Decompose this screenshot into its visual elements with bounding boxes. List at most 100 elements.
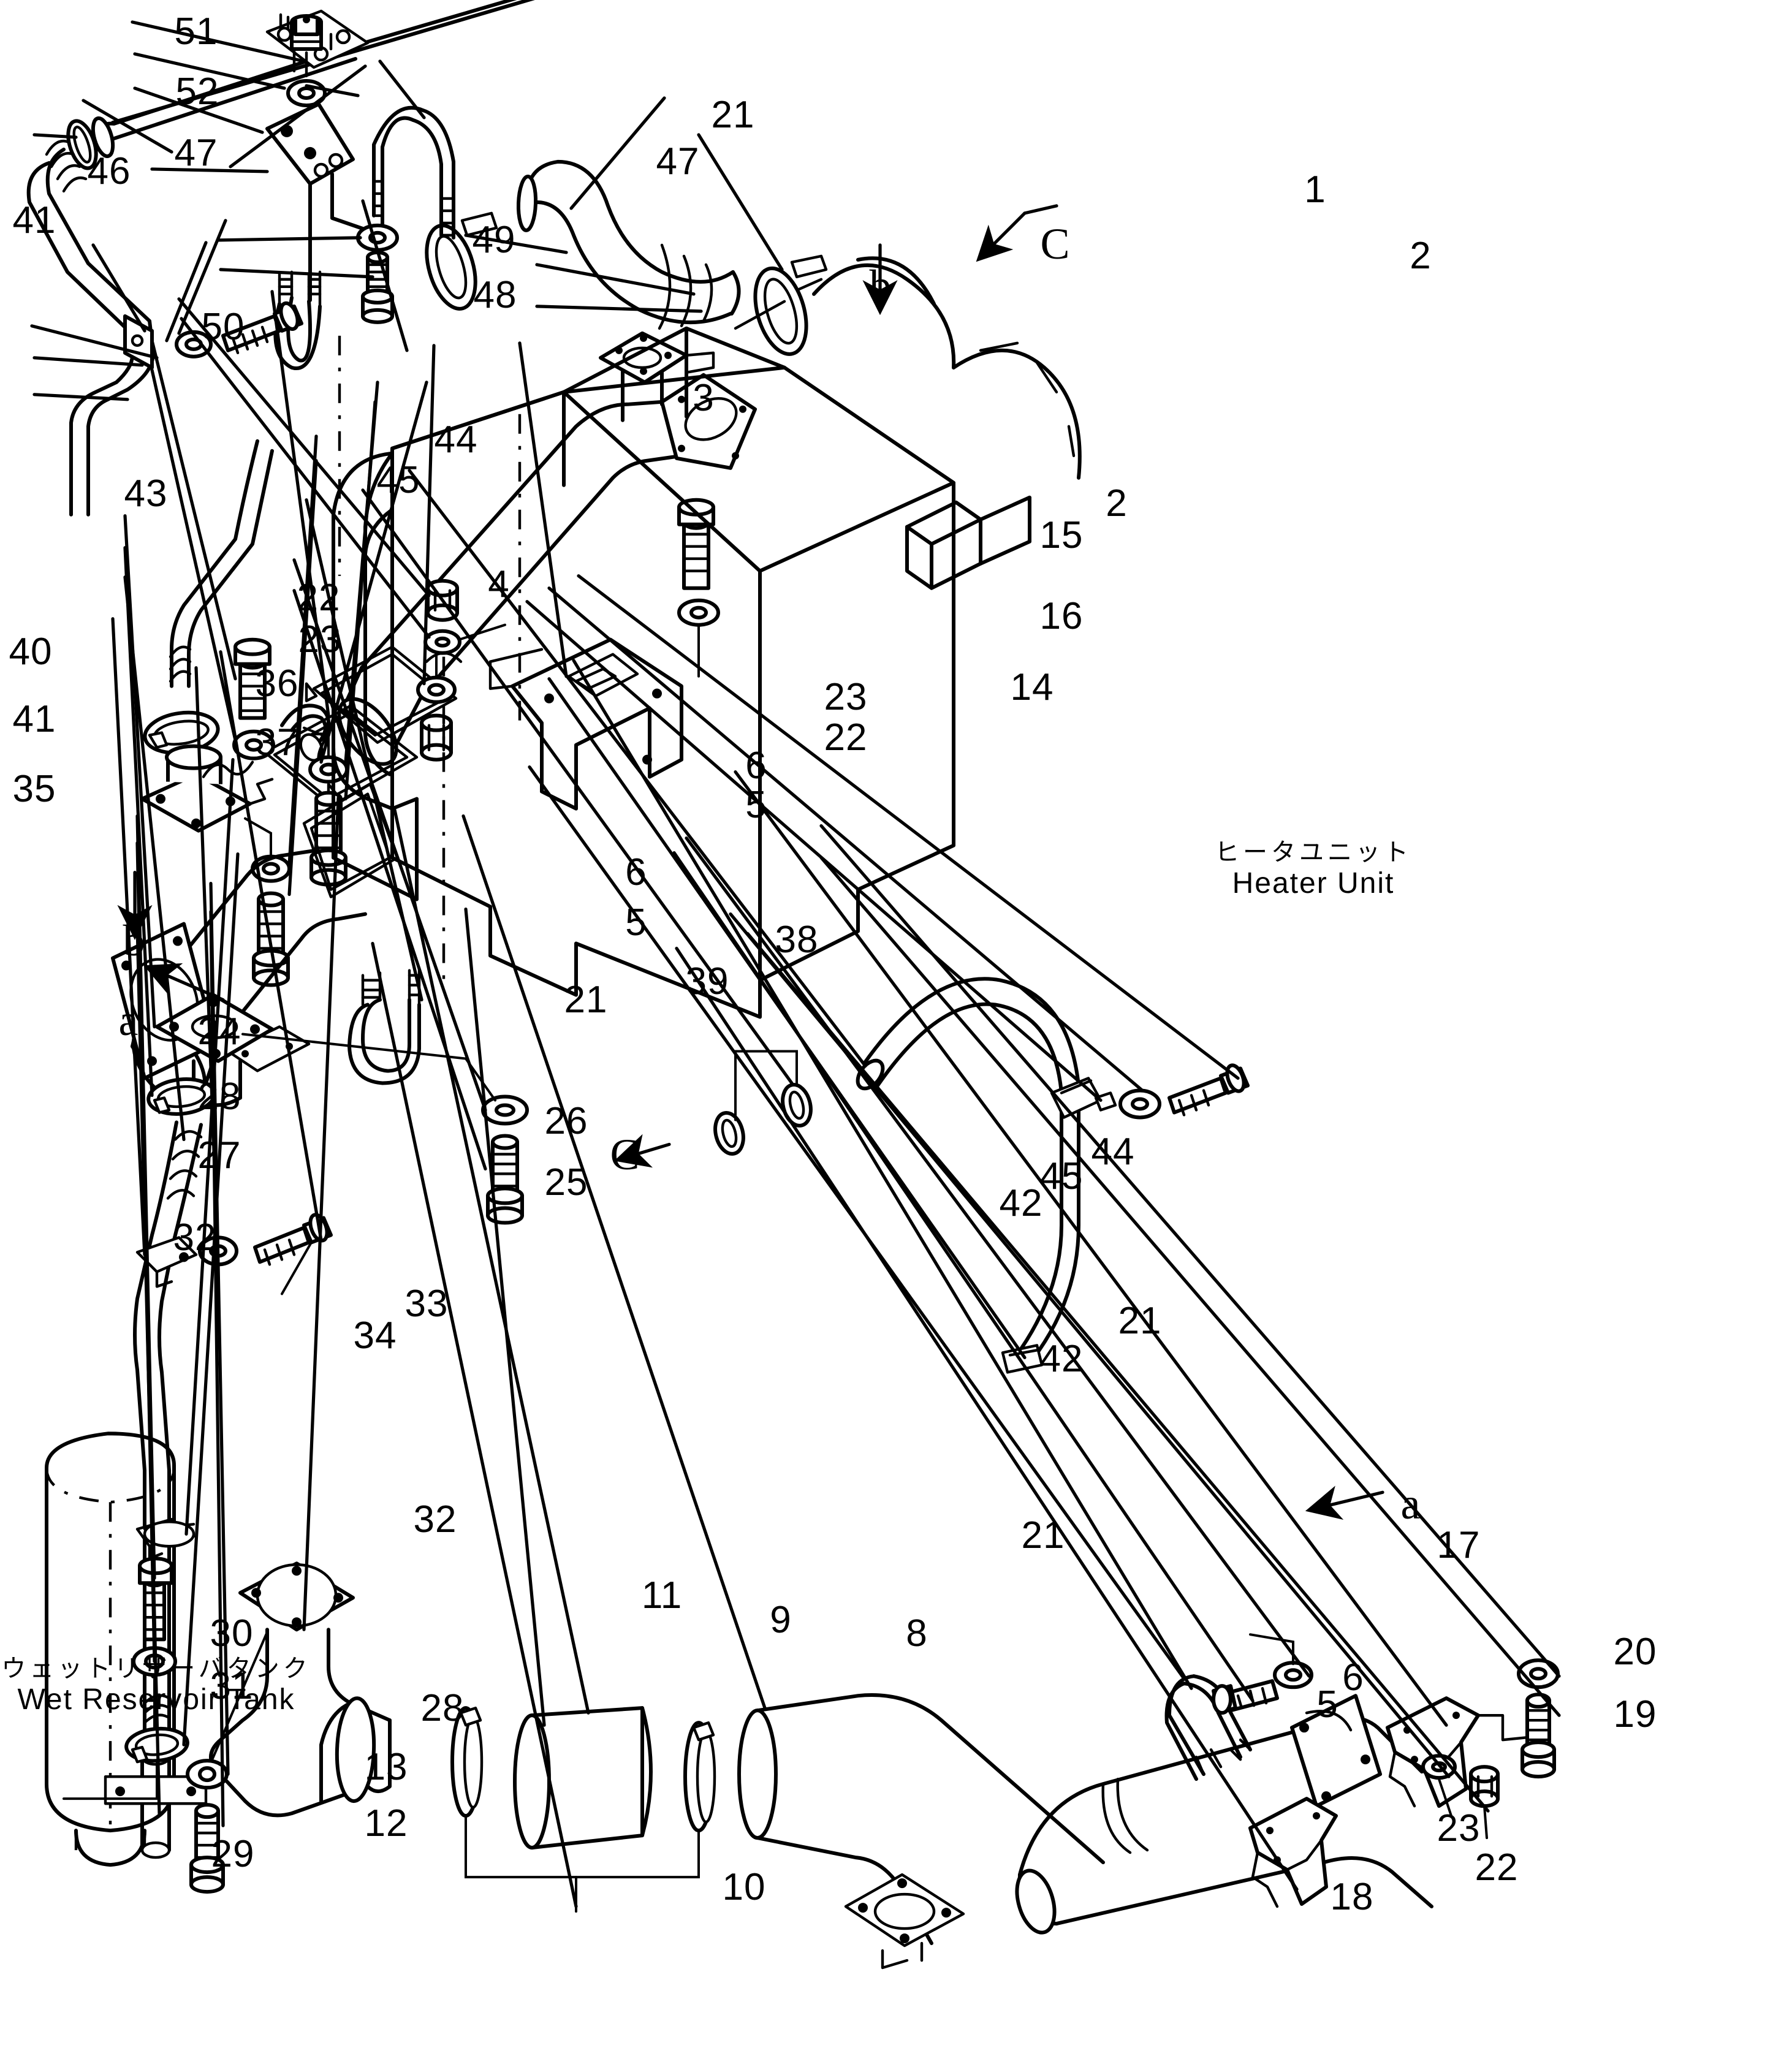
heater-unit-box xyxy=(332,256,1082,1019)
part-number-12-62: 12 xyxy=(364,1802,408,1845)
part-number-5-32: 5 xyxy=(745,784,767,826)
part-48-bolt xyxy=(361,250,394,324)
part-number-51-0: 51 xyxy=(174,10,218,53)
part-21-u-bolt-mid xyxy=(347,966,421,1085)
part-number-16-18: 16 xyxy=(1039,595,1084,637)
part-25-bolt xyxy=(486,1134,524,1225)
part-number-3-13: 3 xyxy=(693,377,715,419)
part-number-32-53: 32 xyxy=(413,1498,457,1541)
part-42-clamp-lower xyxy=(1001,1344,1044,1374)
part-10-ring-right xyxy=(575,1721,716,1913)
part-number-6-64: 6 xyxy=(1342,1656,1364,1699)
part-26-washer xyxy=(241,1033,529,1126)
caption-jp-wet-reservoir-tank: ウェットリザーバタンク xyxy=(1,1655,311,1683)
part-2-clamp-left xyxy=(425,211,498,311)
part-number-5-34: 5 xyxy=(625,901,647,944)
part-number-30-54: 30 xyxy=(210,1612,254,1655)
part-number-6-31: 6 xyxy=(745,745,767,787)
part-number-43-16: 43 xyxy=(124,472,168,515)
part-number-2-12: 2 xyxy=(1106,482,1128,525)
part-number-36-26: 36 xyxy=(255,662,299,705)
part-number-42-45: 42 xyxy=(999,1182,1043,1224)
part-number-19-67: 19 xyxy=(1613,1693,1657,1735)
part-10-ring-left xyxy=(450,1706,577,1879)
part-number-39-42: 39 xyxy=(685,960,729,1003)
part-number-21-50: 21 xyxy=(1118,1300,1162,1342)
part-19-bolt xyxy=(1521,1693,1556,1779)
part-number-44-43: 44 xyxy=(1091,1131,1135,1173)
part-number-24-35: 24 xyxy=(197,1011,241,1053)
part-32-bracket-upper xyxy=(135,1236,198,1288)
part-number-35-30: 35 xyxy=(12,768,56,810)
pipe-43 xyxy=(26,139,155,517)
leader-lines xyxy=(30,20,1561,1908)
part-number-23-68: 23 xyxy=(1437,1807,1481,1849)
part-16-washer xyxy=(677,598,720,678)
part-number-15-17: 15 xyxy=(1039,514,1084,556)
part-5-bolt-br xyxy=(1212,1679,1279,1715)
part-number-47-8: 47 xyxy=(656,140,700,183)
part-number-8-60: 8 xyxy=(906,1612,928,1655)
part-number-47-2: 47 xyxy=(174,132,218,174)
part-36-bolt xyxy=(233,637,271,720)
part-2-clamp-right xyxy=(753,254,828,356)
part-number-13-61: 13 xyxy=(364,1746,408,1788)
part-44-bolt-lower xyxy=(1167,1063,1250,1117)
part-number-25-40: 25 xyxy=(544,1161,588,1204)
part-number-17-52: 17 xyxy=(1437,1524,1481,1566)
part-number-2-11: 2 xyxy=(1410,235,1432,277)
part-number-29-57: 29 xyxy=(211,1833,255,1875)
part-23-washer-left xyxy=(423,629,461,655)
part-22-nut-mid xyxy=(420,713,453,762)
part-number-27-39: 27 xyxy=(197,1134,241,1177)
part-37-washer xyxy=(232,729,275,760)
part-11-elbow xyxy=(205,1561,392,1818)
section-mark-a-3: a xyxy=(118,996,139,1045)
part-number-21-51: 21 xyxy=(1021,1514,1065,1557)
part-1-elbow-hose xyxy=(516,159,741,330)
part-22-nut-br xyxy=(1469,1765,1500,1840)
part-number-10-63: 10 xyxy=(722,1866,766,1908)
section-mark-b-2: b xyxy=(123,916,146,965)
part-number-6-33: 6 xyxy=(625,851,647,893)
part-number-14-23: 14 xyxy=(1010,666,1054,708)
part-number-41-27: 41 xyxy=(12,698,56,740)
pipe-bottom-right xyxy=(1015,1694,1433,1935)
part-number-9-59: 9 xyxy=(770,1599,792,1641)
part-number-32-46: 32 xyxy=(173,1216,217,1259)
part-number-48-7: 48 xyxy=(473,274,517,316)
caption-en-wet-reservoir-tank: Wet Reservoir Tank xyxy=(17,1683,295,1716)
gasket-4-lower xyxy=(263,704,419,808)
part-number-5-65: 5 xyxy=(1316,1683,1338,1726)
pipe-40 xyxy=(169,439,274,688)
section-mark-C-4: C xyxy=(610,1130,640,1179)
part-number-28-56: 28 xyxy=(420,1687,465,1729)
part-51-nut xyxy=(290,13,323,51)
part-44-bolt-upper xyxy=(221,301,303,355)
part-number-11-58: 11 xyxy=(641,1574,683,1617)
part-number-34-48: 34 xyxy=(353,1314,397,1357)
part-6-washer-br xyxy=(1249,1633,1313,1690)
part-number-46-3: 46 xyxy=(87,150,131,192)
part-number-38-41: 38 xyxy=(775,919,819,961)
part-number-31-55: 31 xyxy=(210,1665,254,1707)
part-35-flange xyxy=(140,744,274,833)
pipe-8 xyxy=(737,1693,1105,1970)
section-mark-C-1: C xyxy=(1040,219,1071,268)
section-mark-a-5: a xyxy=(1400,1479,1421,1528)
part-number-41-4: 41 xyxy=(12,199,56,241)
part-number-7-29: 7 xyxy=(310,725,332,767)
part-21-u-bolt-top xyxy=(372,105,455,240)
part-number-28-37: 28 xyxy=(197,1075,241,1118)
section-mark-b-0: b xyxy=(869,261,892,310)
part-12-bolt xyxy=(189,1803,225,1894)
section-arrows xyxy=(117,204,1384,1520)
part-number-22-69: 22 xyxy=(1475,1846,1519,1889)
bracket-47-left xyxy=(265,102,370,302)
part-number-40-25: 40 xyxy=(9,631,53,673)
part-number-23-20: 23 xyxy=(298,618,342,661)
part-18-bracket xyxy=(1248,1797,1338,1908)
